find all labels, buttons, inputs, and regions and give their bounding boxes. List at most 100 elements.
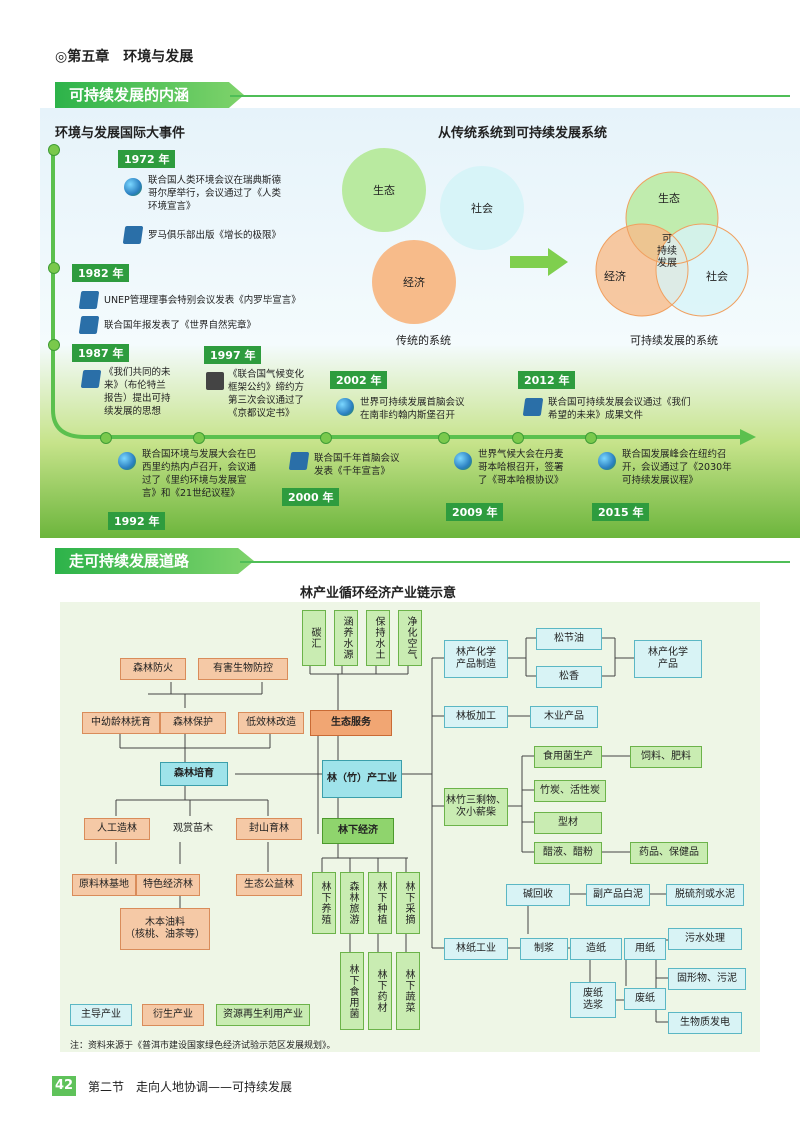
node-xingcai: 型材: [534, 812, 602, 834]
node-yuanliao-jidi: 原料林基地: [72, 874, 136, 896]
node-tanhui: 碳汇: [302, 610, 326, 666]
book-icon: [80, 370, 102, 388]
node-feizhi: 废纸: [624, 988, 666, 1010]
book-icon: [78, 291, 100, 309]
year-1992: 1992 年: [108, 512, 166, 530]
node-jinghua-kongqi: 净化空气: [398, 610, 422, 666]
node-shiyongjun: 食用菌生产: [534, 746, 602, 768]
timeline-dot: [438, 432, 450, 444]
footer-title: 第二节 走向人地协调——可持续发展: [88, 1080, 293, 1094]
node-wushui: 污水处理: [668, 928, 742, 950]
node-shengwuzhi: 生物质发电: [668, 1012, 742, 1034]
globe-icon: [598, 452, 616, 470]
node-zhijiang: 制浆: [520, 938, 568, 960]
event-1982-b: 联合国年报发表了《世界自然宪章》: [104, 320, 257, 331]
document-icon: [206, 372, 224, 390]
timeline-lines: [51, 150, 756, 445]
year-2002: 2002 年: [330, 371, 388, 389]
node-didiaolin: 低效林改造: [238, 712, 304, 734]
event-1997: 《联合国气候变化 框架公约》缔约方 第三次会议通过了 《京都议定书》: [228, 369, 305, 419]
timeline-dot: [320, 432, 332, 444]
node-hanyang-shuiyuan: 涵养水源: [334, 610, 358, 666]
node-zaozhi: 造纸: [570, 938, 622, 960]
event-2012: 联合国可持续发展会议通过《我们 希望的未来》成果文件: [548, 397, 691, 421]
year-2012: 2012 年: [518, 371, 576, 389]
book-icon: [522, 398, 544, 416]
globe-icon: [454, 452, 472, 470]
node-muben-youliao: 木本油料（核桃、油茶等）: [120, 908, 210, 950]
systems-title: 从传统系统到可持续发展系统: [438, 126, 608, 141]
event-1972-a: 联合国人类环境会议在瑞典斯德 哥尔摩举行，会议通过了《人类 环境宣言》: [148, 175, 282, 212]
node-youhai-shengwu: 有害生物防控: [198, 658, 288, 680]
node-sanshengwu: 林竹三剩物、次小薪柴: [444, 788, 508, 826]
year-2000: 2000 年: [282, 488, 340, 506]
timeline-dot: [193, 432, 205, 444]
node-linban: 林板加工: [444, 706, 508, 728]
event-2002: 世界可持续发展首脑会议 在南非约翰内斯堡召开: [360, 397, 465, 421]
node-linxia-yangzhi: 林下养殖: [312, 872, 336, 934]
page-number: 42: [52, 1076, 76, 1096]
event-2000: 联合国千年首脑会议 发表《千年宣言》: [314, 453, 400, 477]
source-note: 注：资料来源于《普洱市建设国家绿色经济试验示范区发展规划》。: [70, 1041, 336, 1051]
sustainable-system-label: 可持续发展的系统: [630, 334, 718, 347]
node-linxia-jingji: 林下经济: [322, 818, 394, 844]
node-linzhi: 林纸工业: [444, 938, 508, 960]
book-icon: [78, 316, 100, 334]
legend-derived: 衍生产业: [142, 1004, 204, 1026]
venn-economy: 经济: [604, 270, 626, 283]
timeline-arrow: [740, 429, 756, 445]
node-linzhu-chanye: 林（竹）产工业: [322, 760, 402, 798]
timeline-dot: [48, 262, 60, 274]
node-linchan-chanpin: 林产化学产品: [634, 640, 702, 678]
book-icon: [122, 226, 144, 244]
node-linxia-shiyongjun: 林下食用菌: [340, 952, 364, 1030]
node-senlin-fanghuo: 森林防火: [120, 658, 186, 680]
event-1987: 《我们共同的未 来》（布伦特兰 报告）提出可持 续发展的思想: [104, 367, 171, 417]
event-1992: 联合国环境与发展大会在巴 西里约热内卢召开，会议通 过了《里约环境与发展宣 言》…: [142, 449, 257, 499]
node-fengshan-yulin: 封山育林: [236, 818, 302, 840]
year-2009: 2009 年: [446, 503, 504, 521]
node-tese-jingji: 特色经济林: [136, 874, 200, 896]
venn-ecology: 生态: [658, 192, 680, 205]
node-jianhuishou: 碱回收: [506, 884, 570, 906]
circle-economy: 经济: [372, 240, 456, 324]
node-linxia-zhongzhi: 林下种植: [368, 872, 392, 934]
venn-society: 社会: [706, 270, 728, 283]
node-fuchanpin: 副产品白泥: [586, 884, 650, 906]
node-feizhi-xuanjiang: 废纸选浆: [570, 982, 616, 1018]
node-linxia-shucai: 林下蔬菜: [396, 952, 420, 1030]
node-linxia-caizhai: 林下采摘: [396, 872, 420, 934]
node-guanshang-miaomu: 观赏苗木: [173, 823, 213, 834]
node-siliao: 饲料、肥料: [630, 746, 702, 768]
event-1972-b: 罗马俱乐部出版《增长的极限》: [148, 230, 282, 241]
year-1982: 1982 年: [72, 264, 130, 282]
node-senlin-baohu: 森林保护: [160, 712, 226, 734]
chapter-title: ◎第五章 环境与发展: [55, 49, 194, 65]
node-tuoliuji: 脱硫剂或水泥: [666, 884, 744, 906]
node-rengong-zaolin: 人工造林: [84, 818, 150, 840]
circle-society: 社会: [440, 166, 524, 250]
legend-recycle: 资源再生利用产业: [216, 1004, 310, 1026]
timeline-dot: [512, 432, 524, 444]
node-senlin-lvyou: 森林旅游: [340, 872, 364, 934]
venn-center: 可 持续 发展: [657, 234, 677, 269]
node-zhutan: 竹炭、活性炭: [534, 780, 606, 802]
banner-rule-2: [240, 561, 790, 563]
timeline-dot: [48, 144, 60, 156]
node-linxia-yaocai: 林下药材: [368, 952, 392, 1030]
year-2015: 2015 年: [592, 503, 650, 521]
legend-main: 主导产业: [70, 1004, 132, 1026]
globe-icon: [118, 452, 136, 470]
sustainable-venn: [595, 171, 749, 317]
transition-arrow: [510, 248, 568, 276]
section-banner-2: 走可持续发展道路: [55, 548, 254, 574]
banner-rule-1: [230, 95, 790, 97]
circle-ecology: 生态: [342, 148, 426, 232]
node-songxiang: 松香: [536, 666, 602, 688]
node-linchan-huaxue: 林产化学产品制造: [444, 640, 508, 678]
node-guxingwu: 固形物、污泥: [668, 968, 746, 990]
section-banner-1: 可持续发展的内涵: [55, 82, 244, 108]
events-title: 环境与发展国际大事件: [55, 126, 186, 141]
year-1972: 1972 年: [118, 150, 176, 168]
chain-connectors: [115, 637, 668, 1023]
